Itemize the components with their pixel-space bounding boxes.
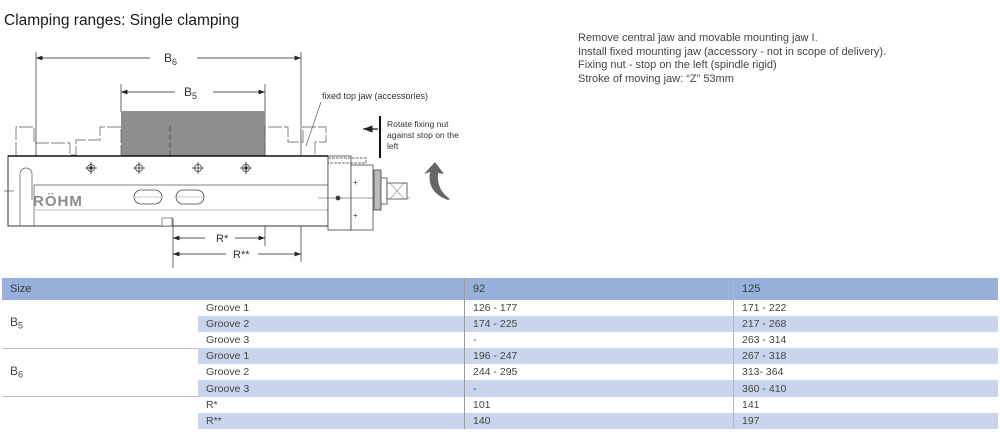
table-row: R** 140 197	[2, 412, 998, 429]
svg-text:Rotate fixing nut: Rotate fixing nut	[387, 119, 449, 129]
svg-text:+: +	[353, 178, 358, 187]
dimension-b6: B6	[35, 51, 302, 262]
row-label: Groove 1	[198, 348, 465, 365]
page-title: Clamping ranges: Single clamping	[4, 12, 240, 29]
cell-125: 197	[733, 412, 998, 429]
instruction-notes: Remove central jaw and movable mounting …	[578, 32, 886, 86]
cell-125: 141	[733, 396, 998, 413]
screw-holes	[85, 162, 252, 174]
svg-text:B5: B5	[184, 85, 197, 101]
cell-125: 217 - 268	[733, 316, 998, 333]
row-label: R**	[198, 412, 465, 429]
dim-b5: B5	[2, 300, 198, 349]
dim-b6: B6	[2, 348, 198, 398]
r2-label: R**	[233, 249, 250, 261]
fixed-jaw-label: fixed top jaw (accessories)	[322, 91, 428, 101]
dimension-r: R* R**	[173, 233, 301, 261]
b6-label: B	[164, 51, 172, 65]
cell-92: -	[464, 332, 734, 349]
rotate-instruction: Rotate fixing nut against stop on the le…	[363, 116, 459, 200]
header-col-92: 92	[464, 278, 734, 300]
cell-92: -	[464, 380, 734, 397]
clamping-range-table: Size 92 125 B5 Groove 1 126 - 177 171 - …	[2, 278, 998, 429]
row-label: R*	[206, 398, 218, 411]
note-line: Stroke of moving jaw: “Z” 53mm	[578, 72, 734, 85]
cell-125: 171 - 222	[733, 300, 998, 317]
cell-125: 360 - 410	[733, 380, 998, 397]
cell-92: 244 - 295	[464, 364, 734, 381]
row-label: Groove 3	[198, 380, 465, 397]
table-row: Groove 2 174 - 225 217 - 268	[2, 316, 998, 333]
cell-92: 126 - 177	[464, 300, 734, 317]
svg-text:B6: B6	[164, 51, 177, 67]
row-label: Groove 3	[206, 334, 250, 347]
note-line: Install fixed mounting jaw (accessory - …	[578, 45, 887, 58]
table-header-row: Size 92 125	[2, 278, 998, 300]
table-row: Groove 2 244 - 295 313- 364	[2, 364, 998, 381]
row-label: Groove 2	[198, 316, 465, 333]
svg-text:left: left	[387, 141, 399, 151]
cell-92: 101	[464, 396, 734, 413]
workpiece-block	[121, 111, 265, 156]
fixed-top-jaw	[264, 126, 327, 161]
table-row: Groove 3 - 360 - 410	[2, 380, 998, 397]
header-col-125: 125	[733, 278, 998, 300]
svg-text:against stop on the: against stop on the	[387, 130, 459, 140]
rotate-line-3: left	[387, 141, 399, 151]
table-row: B6 Groove 1 196 - 247 267 - 318	[2, 348, 998, 398]
b6-sub: 6	[172, 57, 177, 67]
dim-empty	[2, 397, 198, 429]
note-line: Fixing nut - stop on the left (spindle r…	[578, 59, 777, 71]
svg-text:+: +	[353, 211, 358, 220]
header-size: Size	[2, 278, 465, 300]
r1-label: R*	[216, 233, 229, 245]
row-label: Groove 1	[206, 302, 250, 315]
rotate-line-1: Rotate fixing nut	[387, 119, 449, 129]
cell-92: 140	[464, 412, 734, 429]
vise-body	[7, 155, 329, 227]
cell-125: 263 - 314	[733, 332, 998, 349]
row-label: Groove 2	[206, 366, 250, 379]
left-jaw	[15, 126, 122, 156]
table-row: B5 Groove 1 126 - 177 171 - 222	[2, 300, 998, 349]
spindle-assembly: + +	[318, 155, 410, 231]
rotate-line-2: against stop on the	[387, 130, 459, 140]
table-row: R* 101 141	[2, 396, 998, 413]
table-row: Groove 3 - 263 - 314	[2, 332, 998, 349]
cell-92: 174 - 225	[464, 316, 734, 333]
cell-125: 313- 364	[733, 364, 998, 381]
cell-92: 196 - 247	[464, 348, 734, 365]
b5-label: B	[184, 85, 192, 99]
note-line: Remove central jaw and movable mounting …	[578, 32, 818, 44]
rohm-logo: RÖHM	[33, 193, 83, 210]
b5-sub: 5	[192, 91, 197, 101]
vise-technical-drawing: B6 B5 fixed top jaw (accessories) RÖHM	[4, 51, 459, 268]
curved-arrow-icon	[424, 162, 450, 200]
cell-125: 267 - 318	[733, 348, 998, 365]
